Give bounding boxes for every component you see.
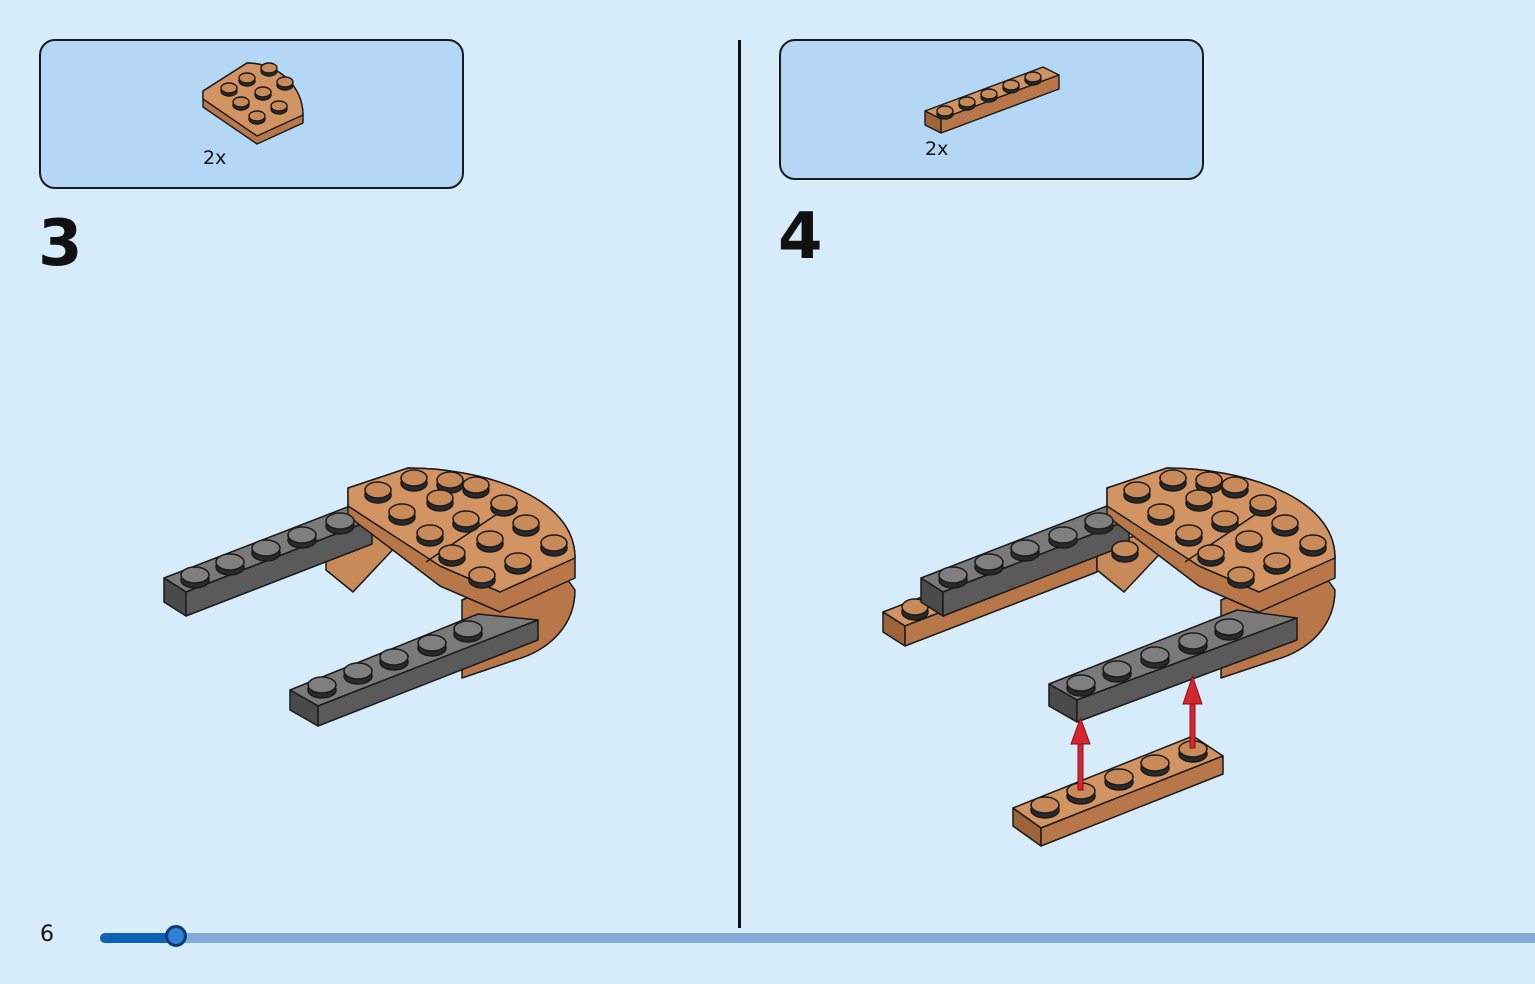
step-number: 3: [38, 207, 83, 281]
part-quantity: 2x: [925, 138, 949, 160]
page-number: 6: [40, 922, 54, 947]
step-3-assembly-illustration: [163, 467, 576, 727]
tan-round-corner-plate-icon: [202, 62, 304, 145]
page-divider: [738, 40, 741, 928]
tan-1x6-plate-icon: [924, 66, 1060, 134]
step-4-assembly-illustration: [882, 467, 1336, 847]
progress-track: [100, 933, 1535, 943]
part-quantity: 2x: [203, 147, 227, 169]
red-arrow-icon: [1070, 674, 1203, 791]
step-4-parts-callout: 2x: [779, 39, 1204, 180]
step-number: 4: [778, 200, 823, 274]
progress-fill: [100, 933, 177, 943]
progress-knob[interactable]: [165, 925, 188, 947]
step-3-parts-callout: 2x: [39, 39, 464, 189]
